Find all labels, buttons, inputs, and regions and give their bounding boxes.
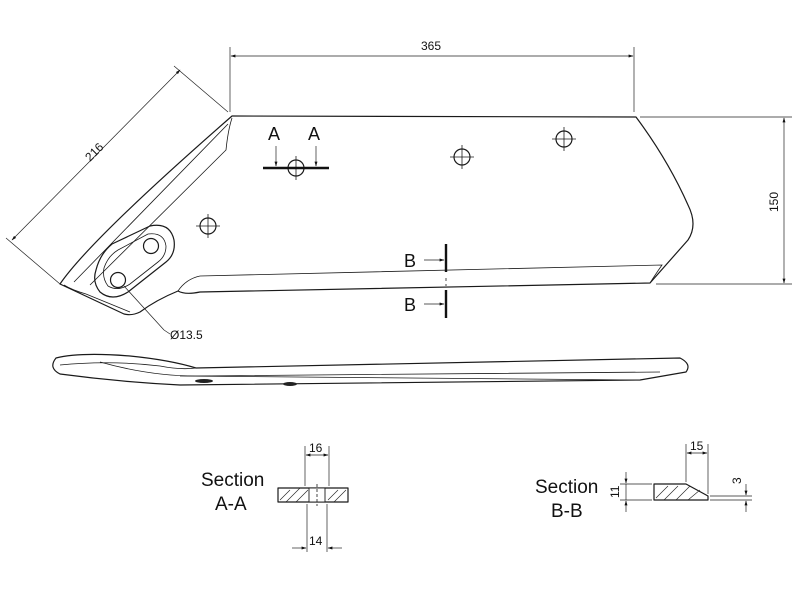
plan-view: A A B B 365 150 xyxy=(5,39,792,342)
section-a-label-left: A xyxy=(268,124,280,144)
section-aa-title: Section xyxy=(201,470,264,491)
section-a-label-right: A xyxy=(308,124,320,144)
section-bb-width-dimension: 15 xyxy=(690,439,704,453)
dimension-top-length: 365 xyxy=(229,39,635,112)
section-aa-name: A-A xyxy=(215,494,247,515)
section-a-marker: A A xyxy=(263,124,329,170)
side-view-slot-1 xyxy=(195,379,213,383)
dimension-height: 150 xyxy=(640,116,792,285)
section-aa-bottom-dimension: 14 xyxy=(309,534,323,548)
section-b-label-bottom: B xyxy=(404,295,416,315)
dimension-top-length-value: 365 xyxy=(421,39,441,53)
section-aa: Section A-A 16 14 xyxy=(201,441,349,552)
side-view-slot-2 xyxy=(283,382,297,386)
edge-bevel-line xyxy=(199,264,663,284)
section-b-label-top: B xyxy=(404,251,416,271)
dimension-angled-length: 216 xyxy=(5,65,229,285)
section-bb-name: B-B xyxy=(551,501,583,522)
dimension-height-value: 150 xyxy=(767,192,781,212)
section-bb-height-dimension: 11 xyxy=(608,485,622,498)
angled-bevel-line-inner xyxy=(89,117,233,286)
section-bb-title: Section xyxy=(535,477,598,498)
share-outline xyxy=(59,115,694,316)
section-b-marker: B B xyxy=(404,244,448,318)
hole-diameter-value: Ø13.5 xyxy=(170,328,203,342)
plate-hole-upper xyxy=(142,237,160,255)
plate-hole-lower xyxy=(109,271,127,289)
bolt-hole-4 xyxy=(552,127,576,151)
bolt-hole-3 xyxy=(450,145,474,169)
hole-diameter-callout: Ø13.5 xyxy=(123,285,203,342)
bolt-hole-1 xyxy=(196,214,220,238)
side-view xyxy=(52,353,689,386)
section-bb-edge-dimension: 3 xyxy=(730,477,744,484)
dimension-angled-length-value: 216 xyxy=(82,140,106,164)
section-aa-top-dimension: 16 xyxy=(309,441,323,455)
section-bb: Section B-B 15 11 3 xyxy=(535,439,752,522)
reinforcement-plate xyxy=(94,224,175,298)
